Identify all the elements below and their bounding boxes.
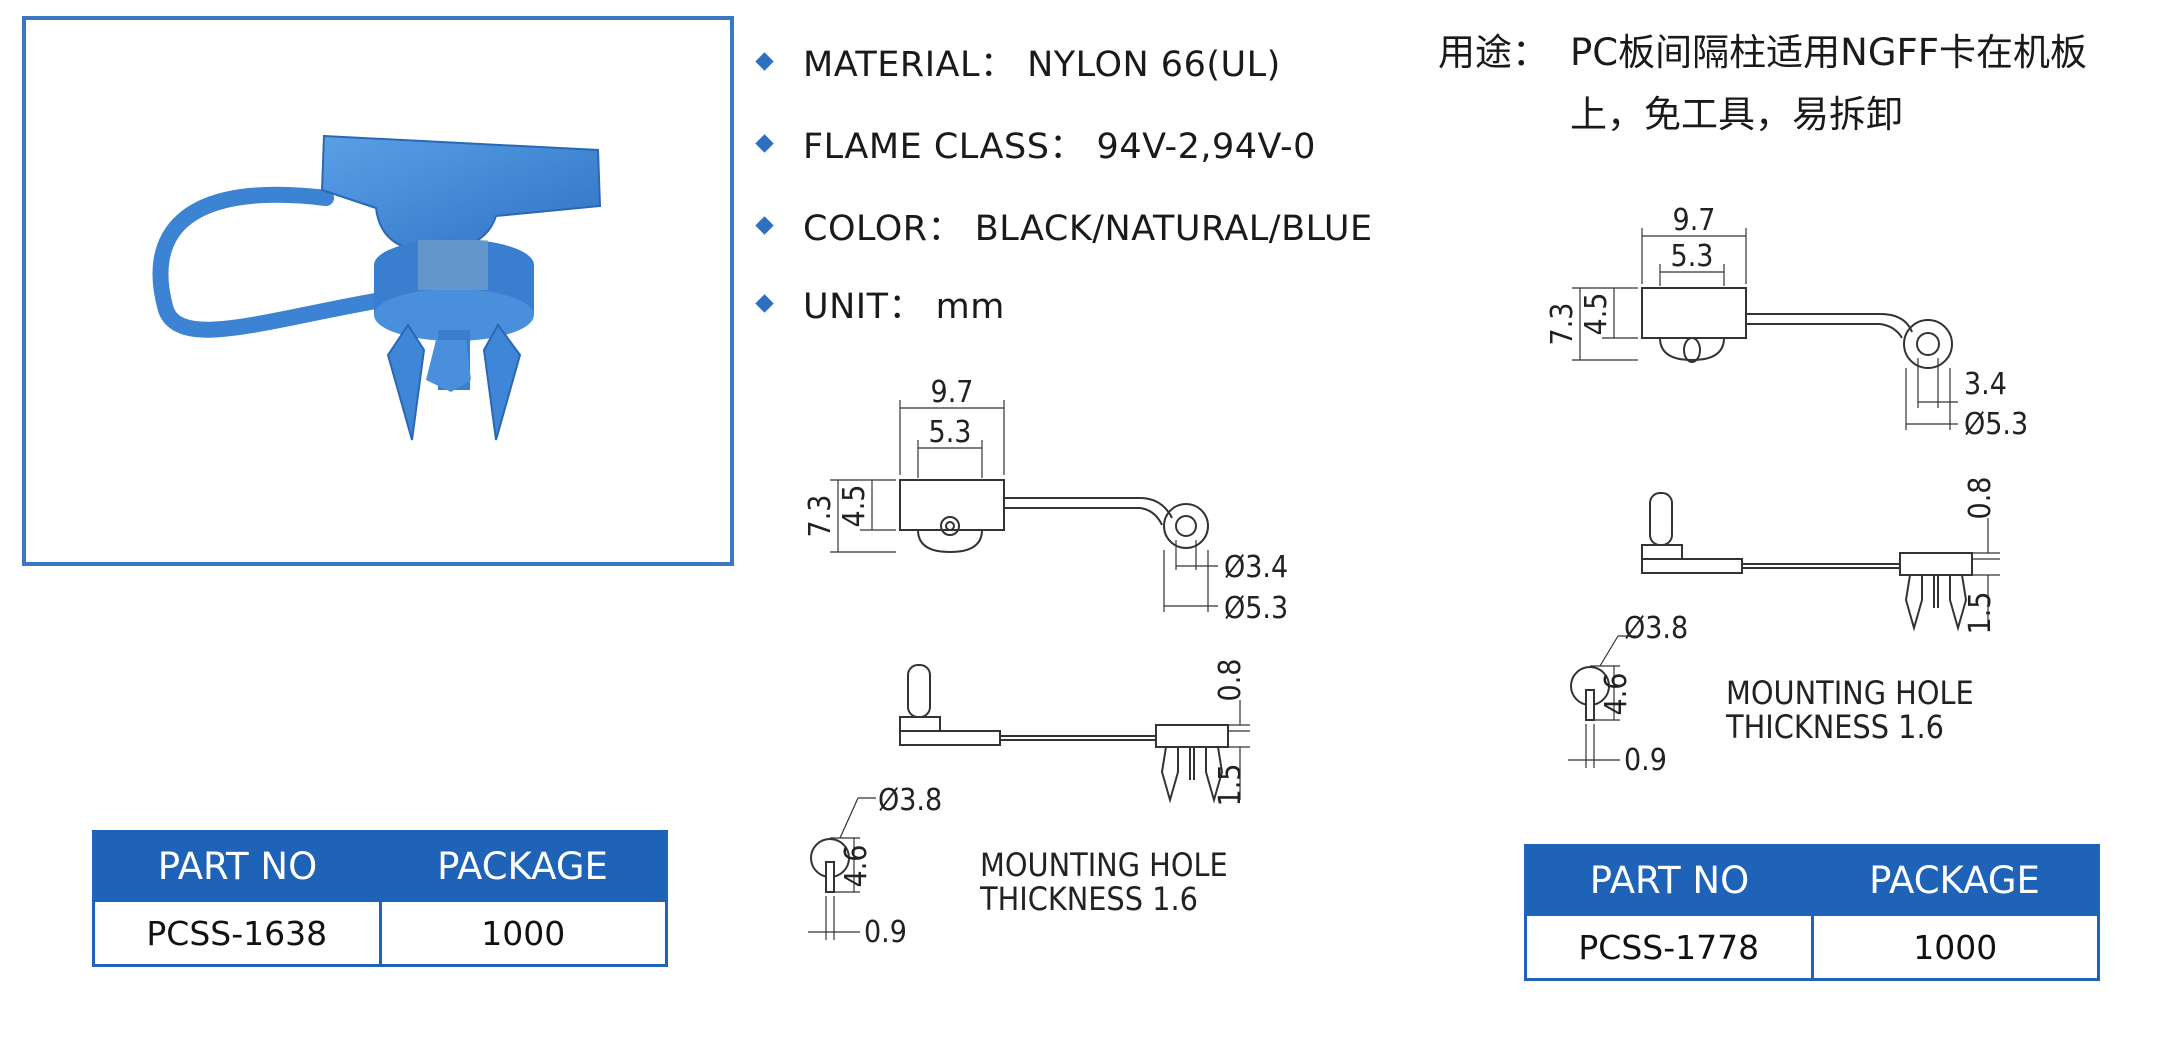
usage-line-1: PC板间隔柱适用NGFF卡在机板: [1570, 31, 2088, 74]
spec-color: COLOR： BLACK/NATURAL/BLUE: [752, 200, 1373, 251]
diamond-bullet-icon: [755, 52, 774, 71]
cell-package: 1000: [378, 902, 666, 964]
dim-side-bottom: 1.5: [1213, 764, 1248, 807]
drawing-pcss-1778: 9.7 5.3 7.3 4.5 3.4 Ø5.3 0.8 1.5 Ø3.8 4.…: [1545, 203, 2028, 778]
dim-mount-height: 4.6: [1599, 673, 1634, 716]
table-header: PART NO PACKAGE: [1527, 847, 2097, 913]
table-row: PCSS-1778 1000: [1527, 913, 2097, 978]
dim-hole-large: Ø5.3: [1224, 591, 1288, 626]
table-row: PCSS-1638 1000: [95, 899, 665, 964]
dim-hole-small: Ø3.4: [1224, 550, 1288, 585]
spec-unit: UNIT： mm: [752, 278, 1005, 329]
dim-top-overall: 9.7: [1673, 203, 1716, 238]
dim-height-inner: 4.5: [837, 485, 872, 528]
dim-top-inner: 5.3: [929, 415, 972, 450]
product-photo-frame: [22, 16, 734, 566]
product-image: [152, 134, 602, 441]
usage-label: 用途：: [1438, 31, 1549, 74]
note-mounting-hole: MOUNTING HOLE: [1726, 674, 1974, 712]
header-package: PACKAGE: [1869, 858, 2040, 902]
note-mounting-hole: MOUNTING HOLE: [980, 846, 1228, 884]
spec-material: MATERIAL： NYLON 66(UL): [752, 36, 1281, 87]
dim-hole-small: 3.4: [1964, 367, 2007, 402]
diamond-bullet-icon: [755, 134, 774, 153]
dim-height-inner: 4.5: [1579, 293, 1614, 336]
spec-color-text: COLOR： BLACK/NATURAL/BLUE: [803, 209, 1373, 249]
cell-part-no: PCSS-1638: [146, 913, 328, 953]
table-header: PART NO PACKAGE: [95, 833, 665, 899]
spec-unit-text: UNIT： mm: [803, 287, 1005, 327]
part-table-left: PART NO PACKAGE PCSS-1638 1000: [92, 830, 668, 967]
diamond-bullet-icon: [755, 294, 774, 313]
dim-mount-slot: 0.9: [1624, 743, 1667, 778]
dim-mount-dia: Ø3.8: [878, 783, 942, 818]
cell-part-no: PCSS-1778: [1578, 927, 1760, 967]
dim-side-bottom: 1.5: [1963, 592, 1998, 635]
part-table-right: PART NO PACKAGE PCSS-1778 1000: [1524, 844, 2100, 981]
dim-hole-large: Ø5.3: [1964, 407, 2028, 442]
spec-flame-class-text: FLAME CLASS： 94V-2,94V-0: [803, 127, 1316, 167]
header-package: PACKAGE: [437, 844, 608, 888]
dim-mount-dia: Ø3.8: [1624, 611, 1688, 646]
cell-package: 1000: [1810, 916, 2098, 978]
spec-material-text: MATERIAL： NYLON 66(UL): [803, 45, 1281, 85]
diamond-bullet-icon: [755, 216, 774, 235]
spec-flame-class: FLAME CLASS： 94V-2,94V-0: [752, 118, 1316, 169]
drawing-pcss-1638: 9.7 5.3 7.3 4.5 Ø3.4 Ø5.3 0.8 1.5 Ø3.8 4…: [803, 375, 1288, 950]
header-part-no: PART NO: [1589, 858, 1750, 902]
dim-height-overall: 7.3: [803, 495, 838, 538]
dim-side-top: 0.8: [1963, 477, 1998, 520]
dim-mount-height: 4.6: [839, 845, 874, 888]
usage-line-2: 上，免工具，易拆卸: [1570, 93, 1903, 136]
note-thickness: THICKNESS 1.6: [979, 880, 1198, 918]
note-thickness: THICKNESS 1.6: [1725, 708, 1944, 746]
dim-top-inner: 5.3: [1671, 239, 1714, 274]
dim-height-overall: 7.3: [1545, 303, 1580, 346]
dim-top-overall: 9.7: [931, 375, 974, 410]
header-part-no: PART NO: [157, 844, 318, 888]
dim-side-top: 0.8: [1213, 659, 1248, 702]
dim-mount-slot: 0.9: [864, 915, 907, 950]
